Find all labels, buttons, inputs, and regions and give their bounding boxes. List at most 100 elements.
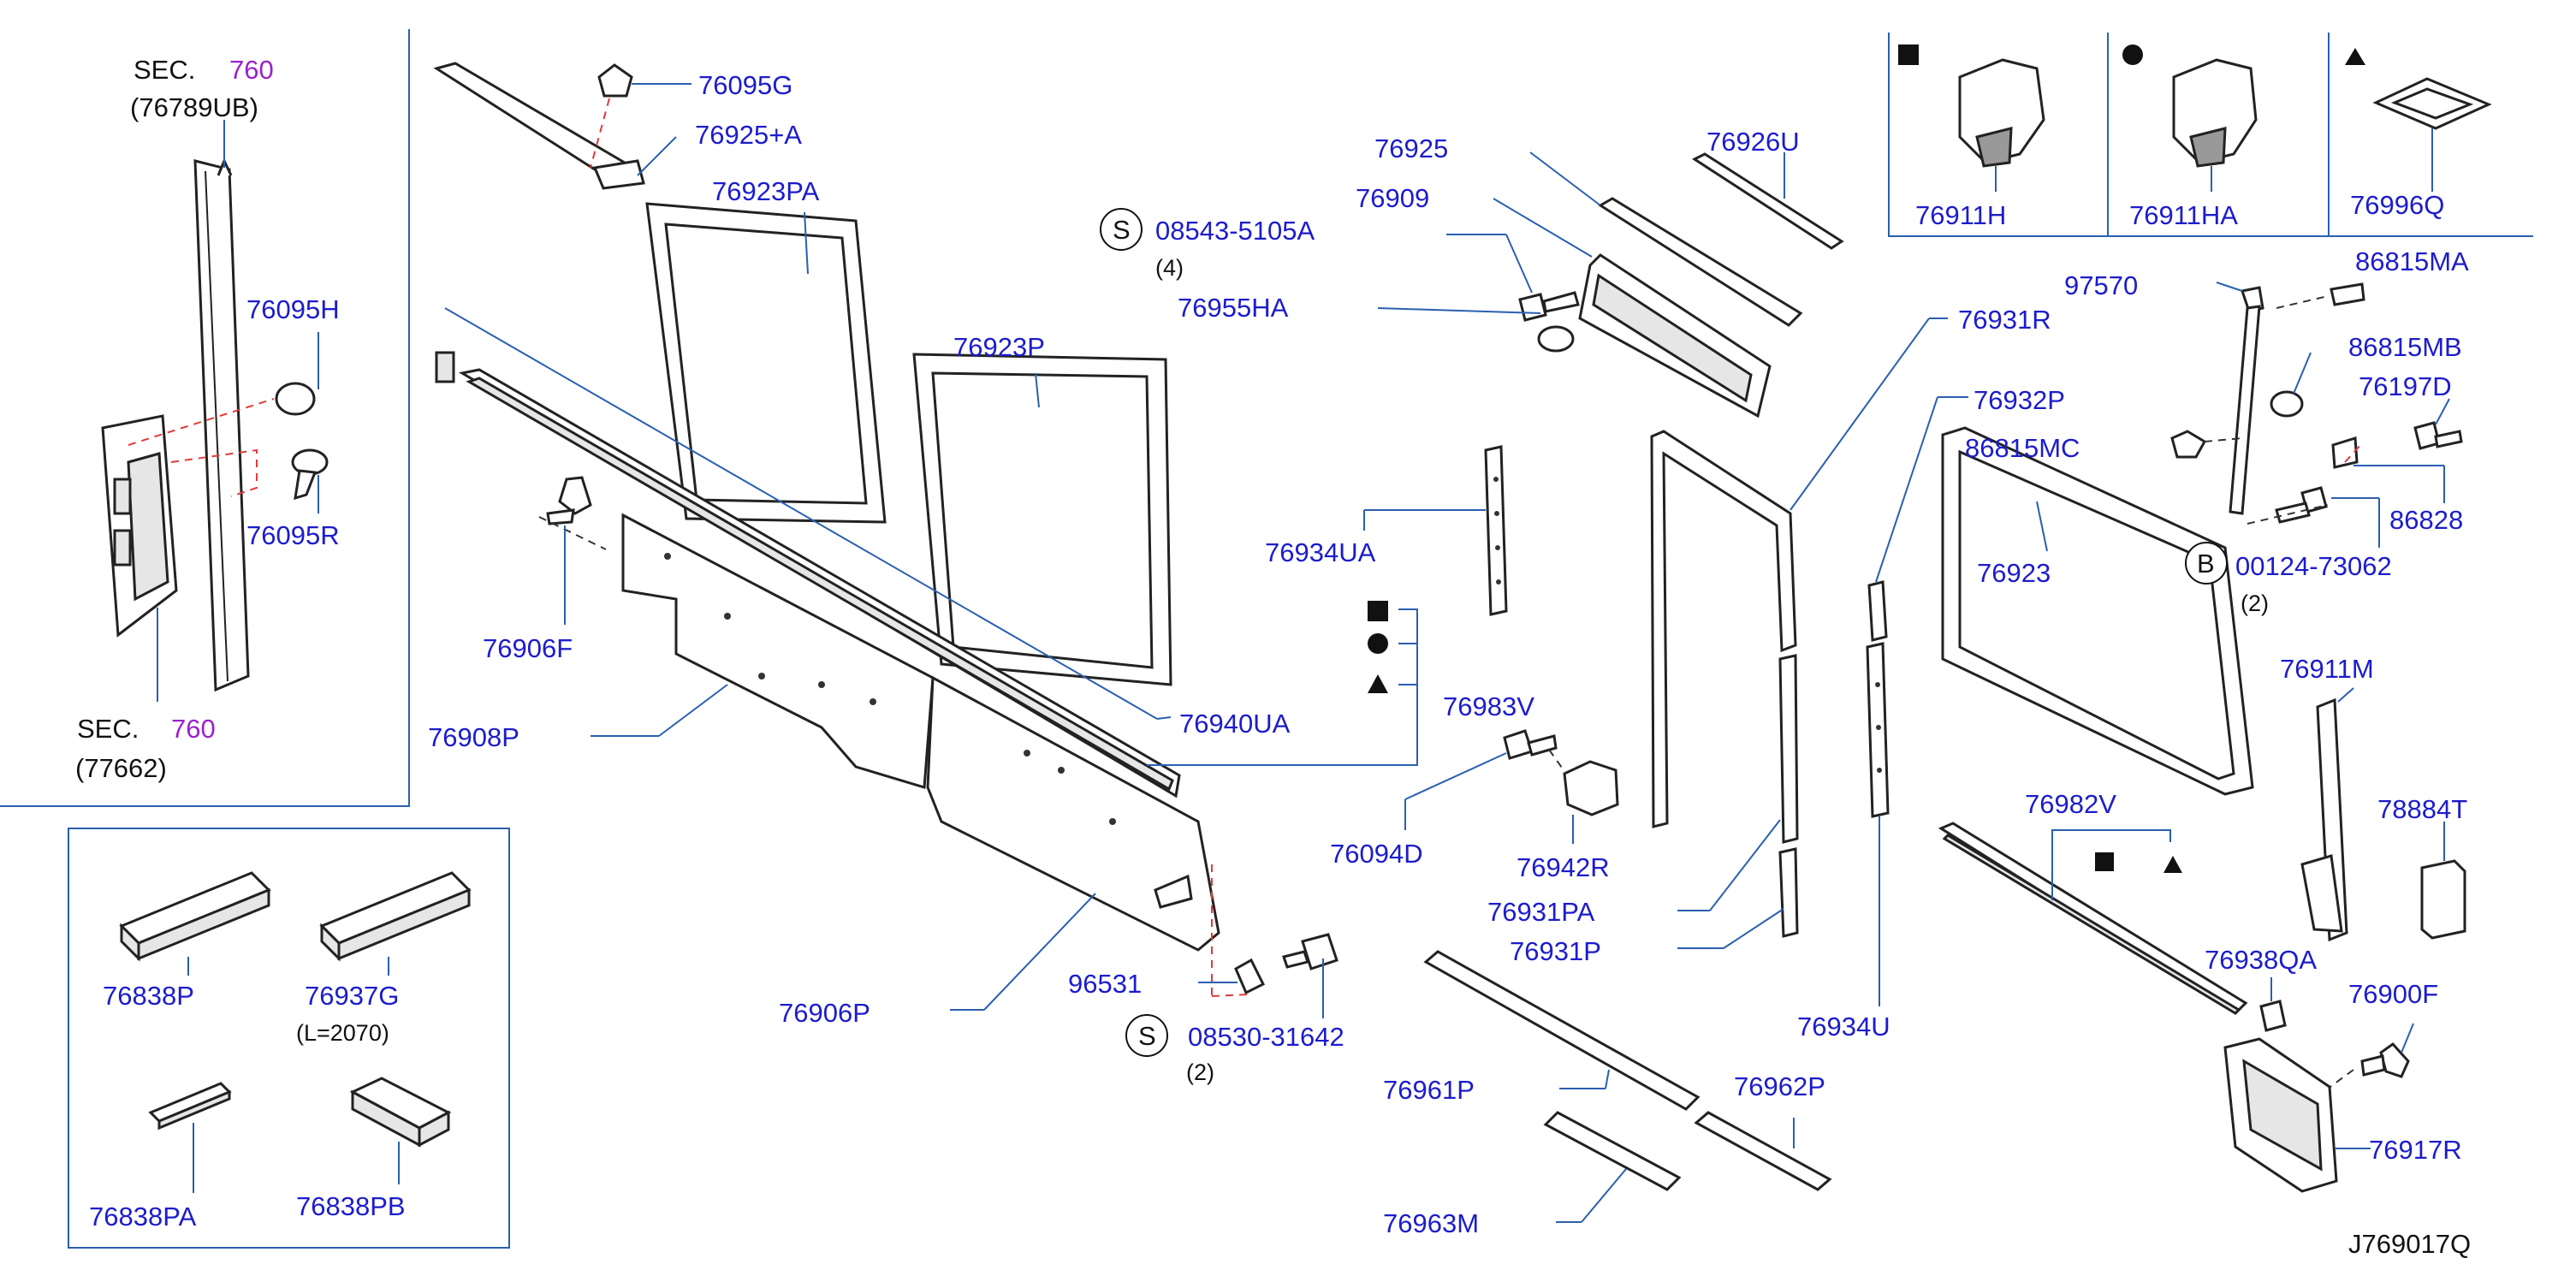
bolt-76197D (2413, 421, 2463, 450)
part-96531: 96531 (1068, 969, 1142, 999)
circle-s-1 (1100, 208, 1143, 251)
square-symbol (1368, 601, 1388, 621)
bracket-97570 (2229, 286, 2264, 515)
foam-76838PA (148, 1082, 232, 1131)
sec-ref-1: (76789UB) (130, 92, 258, 122)
trim-panel-part (101, 414, 178, 638)
clip-76095H (275, 382, 316, 416)
part-76838PA: 76838PA (89, 1202, 197, 1231)
part-76095H: 76095H (246, 294, 340, 324)
retainer-96531 (1234, 958, 1266, 995)
clip-76906F (546, 476, 592, 525)
part-78884T: 78884T (2377, 794, 2467, 824)
seal-76931R (1650, 430, 1797, 828)
part-76838PB: 76838PB (296, 1191, 406, 1221)
sec-number-1: 760 (229, 55, 274, 85)
std-08543-5105A: 08543-5105A (1155, 216, 1315, 246)
part-76906P: 76906P (779, 998, 870, 1028)
legend-triangle (2345, 48, 2365, 65)
molding-76926U (1691, 152, 1844, 250)
clip-86815MC (2170, 430, 2207, 459)
diagram-id: J769017Q (2348, 1229, 2471, 1259)
part-76963M: 76963M (1383, 1208, 1479, 1238)
part-76931PA: 76931PA (1487, 897, 1595, 927)
clip-76095G (597, 63, 633, 98)
legend-square (1898, 45, 1919, 65)
part-76906F: 76906F (483, 633, 573, 663)
clip-76095R (291, 448, 329, 501)
bracket-76917R (2223, 1037, 2338, 1193)
bolt-76094D (1503, 729, 1558, 760)
part-76911H: 76911H (1915, 200, 2006, 230)
part-76937G-length: (L=2070) (296, 1020, 389, 1046)
part-76925: 76925 (1374, 134, 1448, 163)
clip-76911H (1958, 58, 2045, 168)
part-76934UA: 76934UA (1265, 537, 1376, 567)
std-00124-qty: (2) (2241, 590, 2269, 616)
part-76962P: 76962P (1734, 1071, 1825, 1101)
std-08530-31642: 08530-31642 (1188, 1022, 1344, 1052)
std-08543-qty: (4) (1155, 255, 1184, 281)
window-seal-76923PA (645, 202, 887, 524)
left-section-frame (0, 29, 410, 807)
part-76982V: 76982V (2025, 789, 2116, 819)
circle-b-letter: B (2197, 549, 2215, 579)
part-76909: 76909 (1356, 183, 1429, 213)
circle-s-2-letter: S (1138, 1021, 1156, 1051)
sec-label-2: SEC. (77, 714, 139, 744)
part-76094D: 76094D (1330, 839, 1423, 869)
pillar-76911M (2300, 697, 2348, 942)
part-76923PA: 76923PA (712, 176, 820, 206)
clip-08530 (1282, 933, 1338, 970)
std-00124-73062: 00124-73062 (2235, 551, 2392, 581)
part-76838P: 76838P (103, 981, 194, 1011)
clip-76911HA (2172, 58, 2258, 168)
sec-ref-2: (77662) (75, 753, 167, 783)
pad-76932P (1867, 580, 1888, 642)
part-76937G: 76937G (305, 981, 399, 1011)
molding-top-part (433, 62, 645, 190)
bolt-00124 (2275, 486, 2328, 524)
rail-76940UA (458, 368, 1181, 798)
part-76983V: 76983V (1443, 691, 1534, 721)
clip-86815MB (2270, 390, 2304, 418)
circle-b (2185, 542, 2228, 585)
triangle-symbol (1368, 674, 1388, 693)
strip-76961P (1423, 950, 1701, 1111)
part-76900F: 76900F (2348, 979, 2438, 1009)
bracket-76942R (1563, 760, 1619, 816)
clip-76900F (2360, 1042, 2410, 1078)
part-76931R: 76931R (1958, 305, 2051, 335)
end-cap (435, 351, 455, 383)
part-86815MC: 86815MC (1965, 433, 2080, 463)
part-76197D: 76197D (2359, 371, 2452, 401)
bracket-76909 (1578, 253, 1772, 418)
pad-76938QA (2259, 1000, 2287, 1032)
strip-76963M (1543, 1111, 1682, 1191)
part-76961P: 76961P (1383, 1075, 1475, 1105)
seal-76931P (1778, 847, 1799, 938)
circle-symbol (1368, 633, 1388, 654)
part-76923P: 76923P (953, 332, 1045, 362)
strip-76934U (1866, 642, 1890, 818)
clip-86815MA (2330, 282, 2365, 306)
panel-76906P (926, 675, 1220, 952)
circle-s-1-letter: S (1113, 215, 1131, 245)
pillar-part (193, 157, 250, 692)
strip-76934UA (1484, 445, 1508, 616)
part-76911HA: 76911HA (2129, 200, 2238, 230)
legend-circle (2122, 45, 2143, 65)
part-86828: 86828 (2389, 505, 2463, 535)
square-symbol-2 (2095, 852, 2114, 871)
part-76996Q: 76996Q (2350, 190, 2444, 220)
part-86815MA: 86815MA (2355, 246, 2469, 276)
sec-number-2: 760 (171, 714, 216, 744)
strip-76962P (1694, 1111, 1832, 1191)
clip-76955HA (1537, 325, 1575, 353)
bolt-08543 (1518, 291, 1580, 322)
window-seal-76923 (1941, 426, 2254, 796)
molding-76925 (1598, 197, 1803, 327)
triangle-symbol-2 (2163, 856, 2182, 873)
foam-76838PB (349, 1077, 452, 1148)
